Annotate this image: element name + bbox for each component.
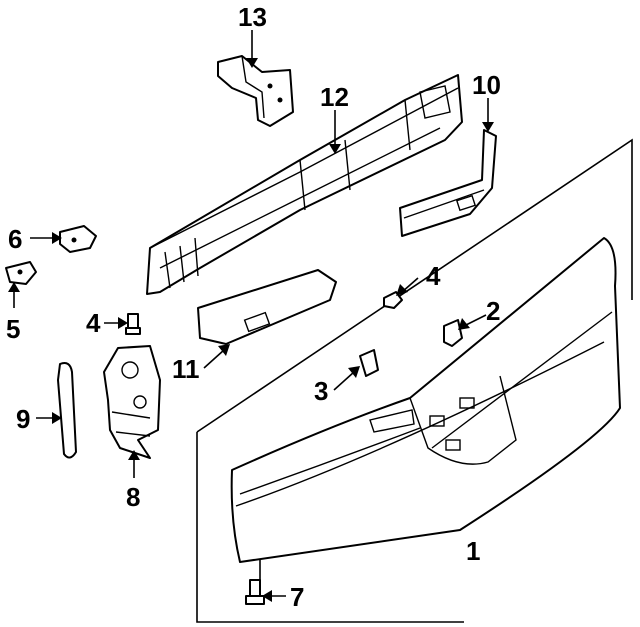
part-9-molding-strip [57,362,77,459]
callout-4-lower: 7 [290,582,304,612]
part-5-nut [383,291,403,309]
callout-4-upper: 4 [86,308,101,338]
part-13-bracket [217,55,294,127]
part-8-bracket [103,345,161,459]
leader-lines [8,30,494,602]
part-12-absorber [146,74,463,295]
callout-10: 10 [472,70,501,100]
part-2-clip [443,319,463,347]
callout-5: 4 [426,261,441,291]
callout-11: 11 [172,354,200,384]
part-1-bumper-cover [230,237,621,563]
part-10-side-bracket [399,129,497,237]
part-4-bolt-lower [245,579,265,605]
callout-2: 2 [486,296,500,326]
callout-6: 5 [6,314,20,344]
callout-12: 12 [320,82,349,112]
callout-3: 3 [314,376,328,406]
part-6-retainer [5,261,37,285]
callout-13: 13 [238,2,267,32]
callout-7: 6 [8,224,22,254]
callout-8: 8 [126,482,140,512]
part-11-side-piece [197,269,337,345]
part-3-bracket [359,349,379,377]
assembly-frame [196,138,633,623]
callout-1: 1 [466,536,480,566]
part-7-clip [59,225,97,253]
part-4-bolt-upper [125,313,141,335]
callout-9: 9 [16,404,30,434]
